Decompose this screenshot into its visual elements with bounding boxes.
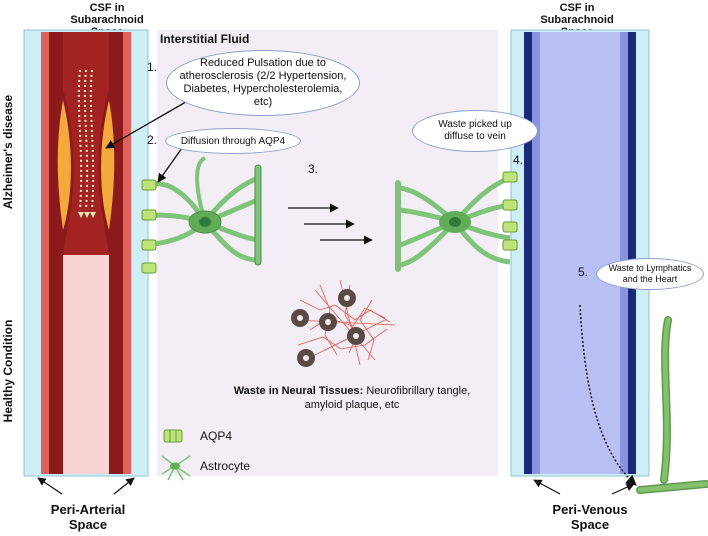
step-4-bubble: Waste picked up diffuse to vein xyxy=(412,110,538,152)
waste-caption-title: Waste in Neural Tissues: xyxy=(233,385,364,397)
waste-caption-text: Neurofibrillary tangle, amyloid plaque, … xyxy=(304,385,471,411)
artery xyxy=(41,32,131,474)
legend-astrocyte-label: Astrocyte xyxy=(200,459,251,473)
step-1-bubble: Reduced Pulsation due to atherosclerosis… xyxy=(166,50,360,116)
legend-aqp4-label: AQP4 xyxy=(200,429,233,443)
alzheimers-label: Alzheimer's disease xyxy=(1,94,15,210)
peri-venous-label: Peri-Venous Space xyxy=(552,502,628,532)
interstitial-fluid-label: Interstitial Fluid xyxy=(160,32,250,46)
aqp4-channel-icon xyxy=(163,429,183,443)
peri-arterial-label: Peri-Arterial Space xyxy=(50,502,126,532)
aqp4-channels-right xyxy=(502,171,518,251)
astrocyte-right xyxy=(395,175,511,272)
waste-to-lymph-path xyxy=(579,304,637,486)
step-5-number: 5. xyxy=(578,265,589,279)
astrocyte-icon xyxy=(161,455,191,481)
step2-pointer xyxy=(157,147,183,183)
vein xyxy=(524,32,636,474)
aqp4-channels-left xyxy=(141,179,157,274)
step-5-bubble: Waste to Lymphatics and the Heart xyxy=(596,258,704,290)
waste-caption: Waste in Neural Tissues: Neurofibrillary… xyxy=(232,384,472,412)
csf-right-title: CSF in Subarachnoid Space xyxy=(540,2,614,38)
astrocyte-left xyxy=(149,156,262,266)
diffusion-arrows xyxy=(288,203,373,245)
healthy-label: Healthy Condition xyxy=(1,319,15,423)
step-2-number: 2. xyxy=(147,133,158,147)
neural-waste-plaques xyxy=(291,279,396,367)
lymphatic-vessel xyxy=(636,316,708,494)
step-1-number: 1. xyxy=(147,60,158,74)
step-3-number: 3. xyxy=(308,162,319,176)
step-2-bubble: Diffusion through AQP4 xyxy=(165,128,301,154)
step-4-number: 4. xyxy=(513,153,524,167)
